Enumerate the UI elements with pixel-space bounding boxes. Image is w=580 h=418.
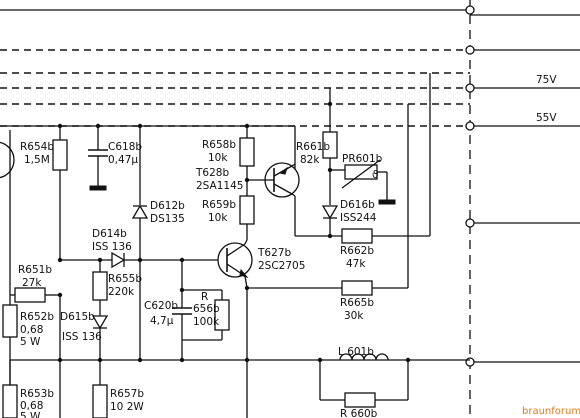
r654-value: 1,5M [24, 154, 50, 166]
d616-type: ISS244 [340, 212, 377, 224]
r659-value: 10k [208, 212, 228, 224]
t627-ref: T627b [257, 247, 291, 259]
r654-resistor: R654b 1,5M [20, 126, 68, 260]
t628-type: 2SA1145 [196, 180, 243, 192]
r656-resistor: R 656b 100k [193, 290, 230, 340]
r661-ref: R661b [296, 141, 330, 153]
r660-ref: R 660b [340, 408, 378, 418]
pr601-ref: PR601b [342, 153, 383, 165]
r662-resistor: R662b 47k [340, 228, 374, 270]
r660-resistor: R 660b [320, 392, 408, 418]
r657-value: 10 2W [110, 401, 144, 413]
d612-ref: D612b [150, 200, 185, 212]
d615-diode: D615b ISS 136 [60, 311, 109, 343]
rail-55v-label: 55V [536, 112, 557, 124]
c618-capacitor: C618b 0,47μ [88, 126, 142, 191]
r651-value: 27k [22, 277, 42, 289]
r661-resistor: R661b 82k [296, 131, 338, 205]
r652-value: 0,68 [20, 324, 43, 336]
c620-capacitor: C620b 4,7μ [144, 260, 222, 341]
junction-dots [57, 101, 411, 363]
r657-resistor: R657b 10 2W [92, 384, 144, 418]
r656-ref-b: 656b [193, 303, 220, 315]
t627-type: 2SC2705 [258, 260, 305, 272]
r665-resistor: R665b 30k [340, 280, 374, 322]
r653-value: 0,68 [20, 400, 43, 412]
d612-diode: D612b DS135 [131, 126, 185, 260]
r651-ref: R651b [18, 264, 52, 276]
r652-power: 5 W [20, 336, 41, 348]
r655-ref: R655b [108, 273, 142, 285]
c620-value: 4,7μ [150, 315, 174, 327]
t628-transistor: T628b 2SA1145 [195, 162, 342, 237]
r655-resistor: R655b 220k [92, 260, 142, 340]
r665-ref: R665b [340, 297, 374, 309]
d614-diode: D614b ISS 136 [60, 228, 222, 269]
d616-ref: D616b [340, 199, 375, 211]
r662-ref: R662b [340, 245, 374, 257]
d616-diode: D616b ISS244 [321, 199, 377, 236]
watermark: braunforum [522, 406, 580, 417]
d614-type: ISS 136 [92, 241, 132, 253]
r653-ref: R653b [20, 388, 54, 400]
r651-resistor: R651b 27k [10, 264, 60, 303]
r652-ref: R652b [20, 311, 54, 323]
d615-type: ISS 136 [62, 331, 102, 343]
r654-ref: R654b [20, 141, 54, 153]
r658-resistor: R658b 10k [202, 126, 255, 196]
r658-value: 10k [208, 152, 228, 164]
pr601-mark: ϑ [372, 169, 379, 181]
c618-value: 0,47μ [108, 154, 138, 166]
r662-value: 47k [346, 258, 366, 270]
r659-resistor: R659b 10k [202, 195, 255, 240]
t628-ref: T628b [195, 167, 229, 179]
r656-ref-a: R [201, 291, 208, 303]
r655-value: 220k [108, 286, 135, 298]
r658-ref: R658b [202, 139, 236, 151]
r661-value: 82k [300, 154, 320, 166]
left-transistor-partial [0, 130, 15, 190]
d615-ref: D615b [60, 311, 95, 323]
r656-value: 100k [193, 316, 220, 328]
l601-inductor: L 601b [319, 346, 409, 400]
r665-value: 30k [344, 310, 364, 322]
rail-75v-label: 75V [536, 74, 557, 86]
r657-ref: R657b [110, 388, 144, 400]
r659-ref: R659b [202, 199, 236, 211]
d612-type: DS135 [150, 213, 185, 225]
r653-resistor: R653b 0,68 5 W [2, 360, 54, 418]
d614-ref: D614b [92, 228, 127, 240]
c618-ref: C618b [108, 141, 142, 153]
c620-ref: C620b [144, 300, 178, 312]
r653-power: 5 W [20, 411, 41, 418]
pr601-thermistor: PR601b ϑ [330, 153, 396, 205]
l601-ref: L 601b [338, 346, 374, 358]
t627-transistor: T627b 2SC2705 [217, 239, 342, 418]
